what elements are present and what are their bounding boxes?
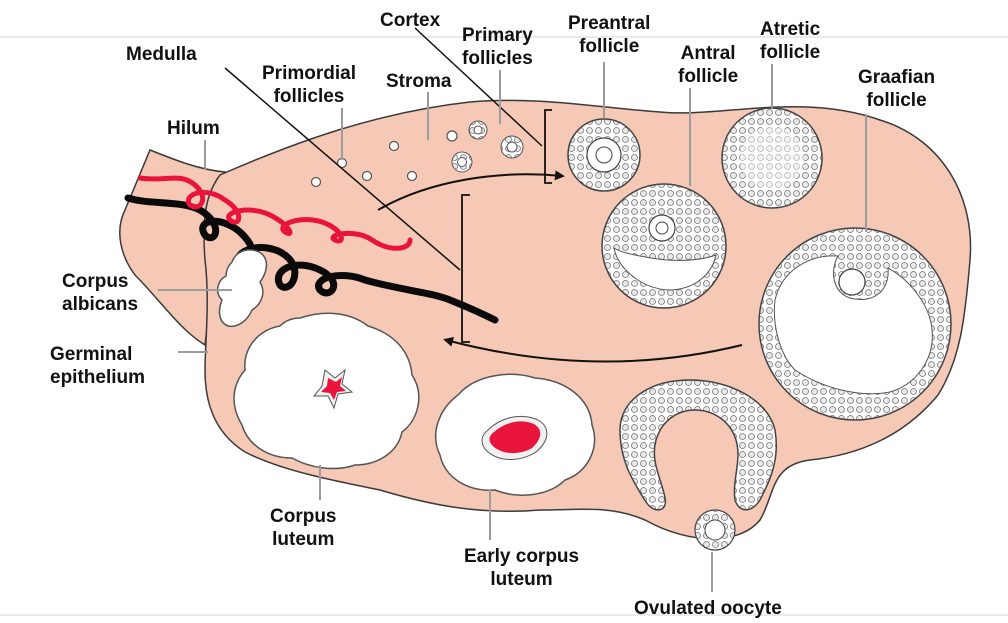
atretic-follicle (722, 108, 822, 208)
preantral-follicle-label: Preantral follicle (568, 12, 650, 58)
primordial-follicles-label-line-1: Primordial (262, 62, 356, 85)
cortex-label: Cortex (380, 9, 440, 32)
early-corpus-luteum-label: Early corpus luteum (464, 545, 579, 591)
preantral-follicle-label-line-1: Preantral (568, 12, 650, 35)
early-corpus-luteum (436, 374, 595, 495)
hilum-label: Hilum (167, 117, 220, 140)
antral-follicle (602, 184, 726, 308)
antral-follicle-label-line-2: follicle (678, 65, 738, 88)
antral-follicle-label: Antral follicle (678, 42, 738, 88)
preantral-follicle-label-line-2: follicle (568, 35, 650, 58)
atretic-follicle-label-line-2: follicle (760, 41, 820, 64)
germinal-epithelium-label: Germinal epithelium (50, 343, 145, 389)
corpus-luteum-label-line-1: Corpus (270, 505, 337, 528)
primordial-follicles-label-line-2: follicles (262, 85, 356, 108)
corpus-luteum (234, 313, 419, 468)
corpus-luteum-label-line-2: luteum (270, 528, 337, 551)
graafian-follicle-label-line-2: follicle (858, 89, 935, 112)
atretic-follicle-label: Atretic follicle (760, 18, 820, 64)
graafian-follicle-label: Graafian follicle (858, 66, 935, 112)
primary-follicles-label: Primary follicles (462, 24, 533, 70)
ovulated-oocyte-label-line-1: Ovulated oocyte (634, 597, 782, 620)
primary-follicles-label-line-2: follicles (462, 47, 533, 70)
atretic-follicle-label-line-1: Atretic (760, 18, 820, 41)
ovulated-oocyte-label: Ovulated oocyte (634, 597, 782, 620)
germinal-epithelium-label-line-1: Germinal (50, 343, 145, 366)
medulla-label: Medulla (126, 43, 197, 66)
germinal-epithelium-label-line-2: epithelium (50, 366, 145, 389)
corpus-luteum-label: Corpus luteum (270, 505, 337, 551)
early-corpus-luteum-label-line-2: luteum (464, 568, 579, 591)
stroma-label: Stroma (386, 70, 451, 93)
hilum-label-line-1: Hilum (167, 117, 220, 140)
graafian-follicle (759, 228, 951, 420)
cortex-label-line-1: Cortex (380, 9, 440, 32)
graafian-follicle-label-line-1: Graafian (858, 66, 935, 89)
primary-follicles-label-line-1: Primary (462, 24, 533, 47)
corpus-albicans-label: Corpus albicans (62, 270, 138, 316)
antral-follicle-label-line-1: Antral (678, 42, 738, 65)
primordial-follicles-label: Primordial follicles (262, 62, 356, 108)
early-corpus-luteum-label-line-1: Early corpus (464, 545, 579, 568)
stroma-label-line-1: Stroma (386, 70, 451, 93)
medulla-label-line-1: Medulla (126, 43, 197, 66)
corpus-albicans-label-line-2: albicans (62, 293, 138, 316)
ovulated-oocyte (695, 510, 735, 550)
preantral-follicle (568, 119, 640, 191)
corpus-albicans-label-line-1: Corpus (62, 270, 138, 293)
